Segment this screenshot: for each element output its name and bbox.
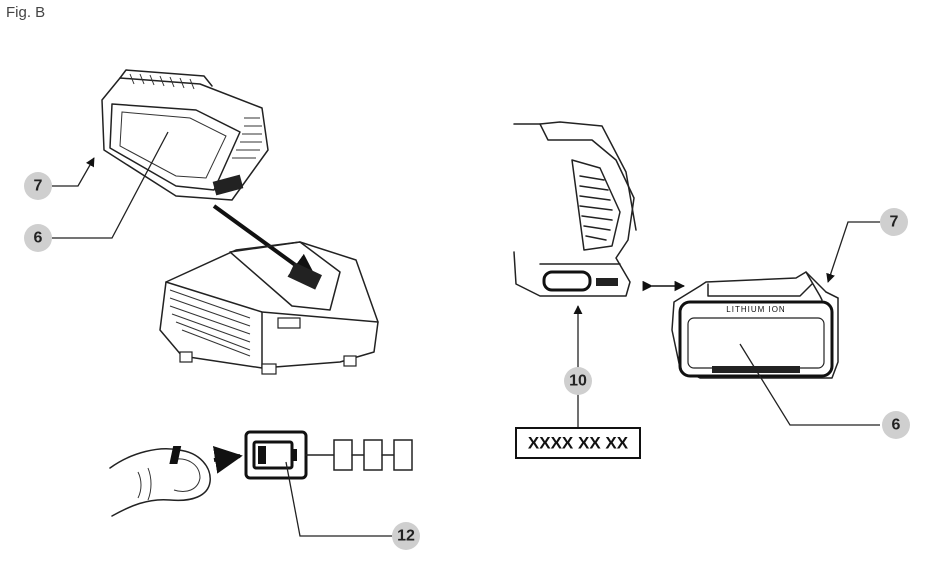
drill-base [513,121,637,297]
battery-side-ribs [232,117,262,159]
charger-vents [169,289,251,357]
figure-label: Fig. B [6,4,46,21]
charge-indicator [169,430,413,480]
callout-7-right-text: 7 [890,214,899,231]
callout-6-right: 6 [882,411,910,439]
callout-7-left-text: 7 [34,178,43,195]
callout-12: 12 [392,522,420,550]
callout-10-text: 10 [569,373,587,390]
battery-top-ribs [129,73,195,90]
callout-6-left: 6 [24,224,52,252]
battery-pack-right: LITHIUM ION [671,271,839,379]
callout-7-right: 7 [880,208,908,236]
callout-12-text: 12 [397,528,415,545]
serial-code-text: XXXX XX XX [528,434,629,453]
callout-6-left-text: 6 [34,230,43,247]
battery-brand-label: LITHIUM ION [726,305,785,314]
leader-lines [52,131,880,537]
finger [109,448,211,517]
drill-grip-ribs [579,175,613,241]
charger [159,241,379,375]
battery-pack-left [101,69,269,201]
press-arrow [212,445,243,474]
callout-6-right-text: 6 [892,417,901,434]
callout-10: 10 [564,367,592,395]
callout-7-left: 7 [24,172,52,200]
serial-code-box: XXXX XX XX [515,427,641,459]
